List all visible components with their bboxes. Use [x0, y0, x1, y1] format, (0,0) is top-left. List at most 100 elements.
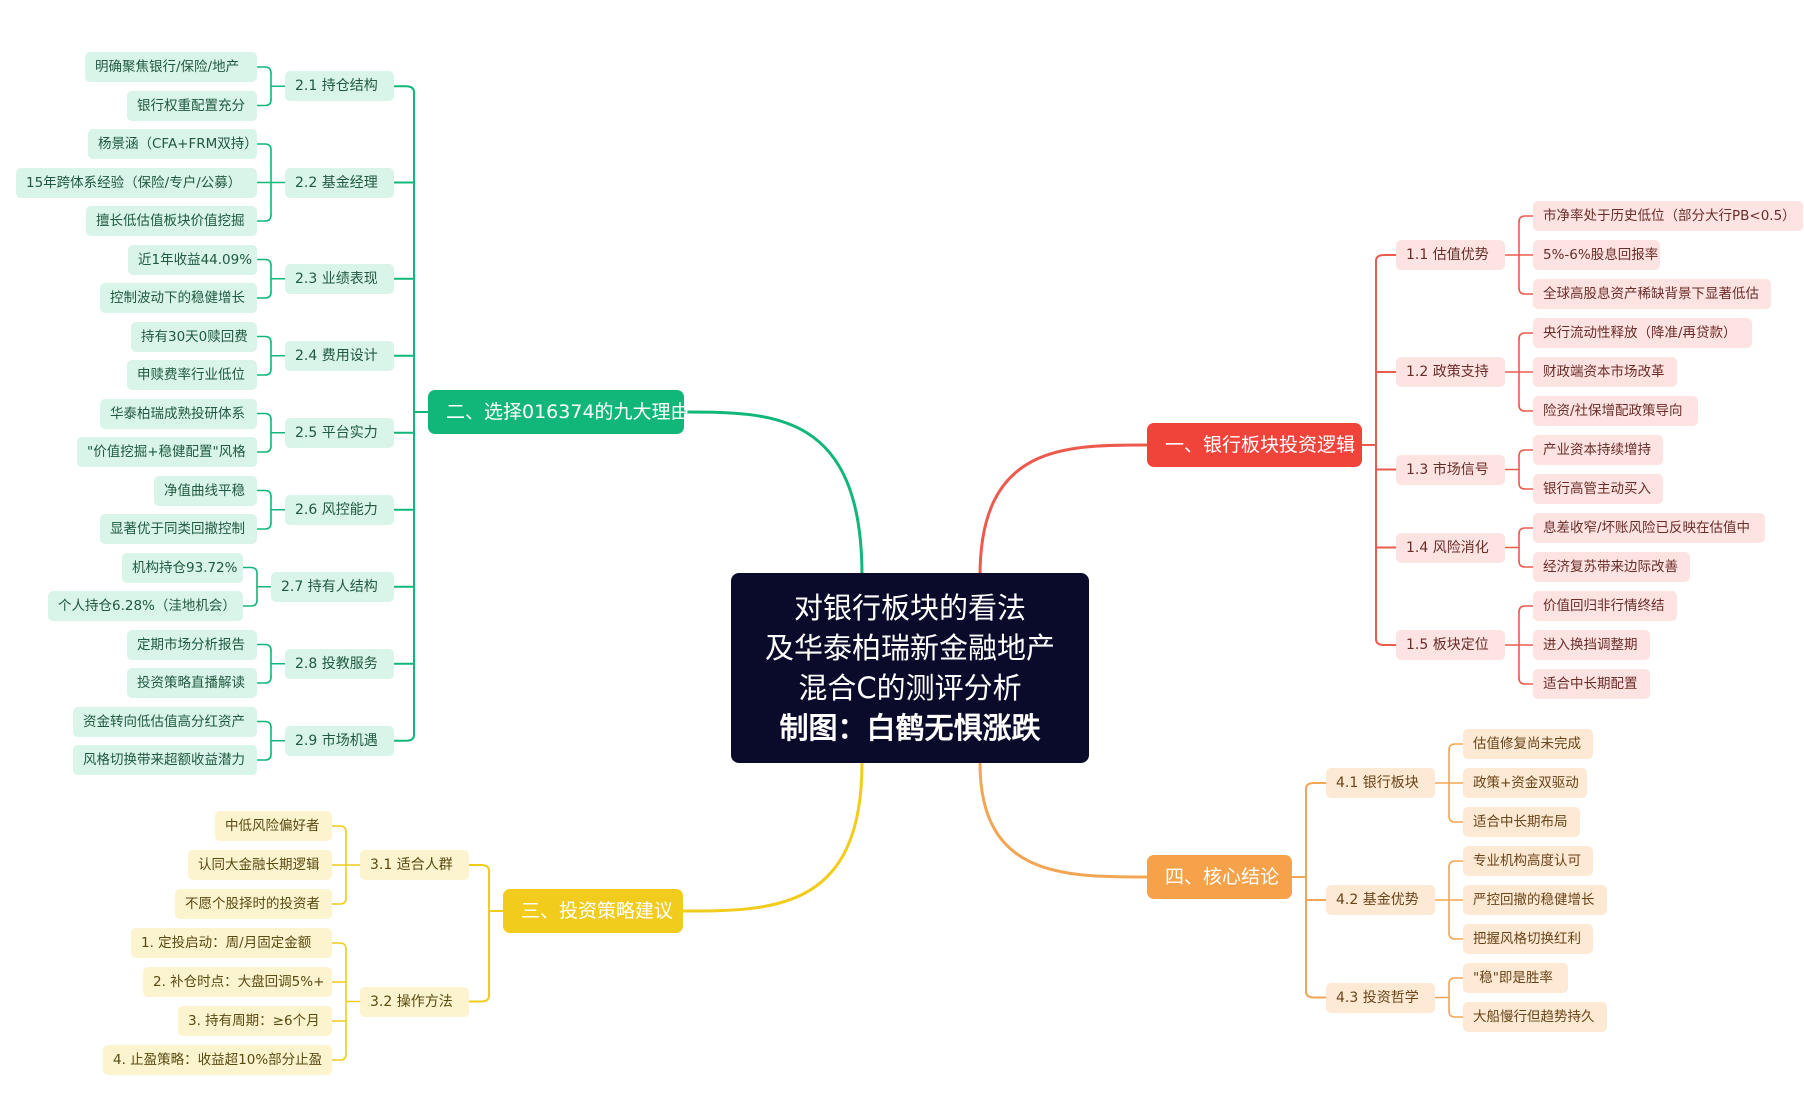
sub-topic-2-9[interactable]: 2.9 市场机遇 — [285, 725, 394, 756]
sub-topic-1-4[interactable]: 1.4 风险消化 — [1396, 532, 1505, 563]
leaf-4-1-2[interactable]: 政策+资金双驱动 — [1463, 768, 1587, 798]
sub-topic-1-3[interactable]: 1.3 市场信号 — [1396, 454, 1505, 485]
leaf-connector-2-4-2 — [256, 368, 272, 376]
branch-connector-4 — [978, 761, 1149, 879]
branch-connector-1 — [978, 443, 1149, 578]
leaf-4-1-1[interactable]: 估值修复尚未完成 — [1463, 729, 1593, 759]
sub-topic-2-3[interactable]: 2.3 业绩表现 — [285, 263, 394, 294]
sub-topic-1-5[interactable]: 1.5 板块定位 — [1396, 630, 1505, 660]
leaf-3-1-2[interactable]: 认同大金融长期逻辑 — [188, 850, 332, 880]
leaf-connector-4-2-1 — [1448, 860, 1464, 868]
leaf-2-2-1[interactable]: 杨景涵（CFA+FRM双持） — [88, 129, 258, 159]
leaf-2-9-2[interactable]: 风格切换带来超额收益潜力 — [73, 745, 257, 775]
branch-connector-3 — [681, 761, 864, 913]
sub-topic-2-8[interactable]: 2.8 投教服务 — [285, 648, 394, 679]
central-topic[interactable]: 对银行板块的看法 及华泰柏瑞新金融地产 混合C的测评分析 制图：白鹤无惧涨跌 — [731, 573, 1089, 763]
leaf-2-9-1[interactable]: 资金转向低估值高分红资产 — [73, 706, 257, 737]
leaf-1-1-1[interactable]: 市净率处于历史低位（部分大行PB<0.5） — [1533, 201, 1803, 231]
leaf-2-6-1[interactable]: 净值曲线平稳 — [154, 475, 257, 506]
leaf-4-1-3[interactable]: 适合中长期布局 — [1463, 807, 1580, 837]
leaf-4-2-2[interactable]: 严控回撤的稳健增长 — [1463, 885, 1607, 915]
leaf-connector-3-2-4 — [331, 1053, 347, 1061]
leaf-1-1-3[interactable]: 全球高股息资产稀缺背景下显著低估 — [1533, 279, 1771, 309]
sub-topic-2-7[interactable]: 2.7 持有人结构 — [271, 571, 394, 602]
leaf-2-5-1[interactable]: 华泰柏瑞成熟投研体系 — [100, 398, 257, 429]
leaf-2-4-1[interactable]: 持有30天0赎回费 — [131, 321, 257, 352]
sub-connector-1-1 — [1375, 254, 1397, 262]
sub-topic-4-3[interactable]: 4.3 投资哲学 — [1326, 982, 1435, 1013]
sub-topic-2-5[interactable]: 2.5 平台实力 — [285, 417, 394, 448]
leaf-1-1-2[interactable]: 5%-6%股息回报率 — [1533, 240, 1660, 270]
leaf-connector-2-2-1 — [256, 143, 272, 151]
leaf-connector-1-1-3 — [1518, 287, 1534, 295]
leaf-connector-1-2-1 — [1518, 332, 1534, 340]
leaf-connector-2-8-2 — [256, 676, 272, 684]
leaf-1-3-1[interactable]: 产业资本持续增持 — [1533, 435, 1663, 465]
leaf-connector-2-2-3 — [256, 214, 272, 222]
sub-topic-2-1[interactable]: 2.1 持仓结构 — [285, 71, 394, 102]
leaf-connector-3-1-1 — [331, 825, 347, 833]
sub-topic-3-2[interactable]: 3.2 操作方法 — [360, 986, 469, 1017]
branch-2[interactable]: 二、选择016374的九大理由 — [428, 390, 690, 434]
leaf-1-4-1[interactable]: 息差收窄/坏账风险已反映在估值中 — [1533, 513, 1765, 543]
leaf-connector-2-7-2 — [242, 599, 258, 607]
branch-1[interactable]: 一、银行板块投资逻辑 — [1147, 423, 1362, 467]
leaf-1-4-2[interactable]: 经济复苏带来边际改善 — [1533, 552, 1690, 582]
leaf-4-2-1[interactable]: 专业机构高度认可 — [1463, 846, 1593, 876]
sub-topic-2-2[interactable]: 2.2 基金经理 — [285, 167, 394, 198]
leaf-connector-1-4-2 — [1518, 560, 1534, 568]
branch-connector-2 — [682, 410, 864, 578]
leaf-3-2-2[interactable]: 2. 补仓时点：大盘回调5%+ — [143, 967, 332, 997]
leaf-2-3-2[interactable]: 控制波动下的稳健增长 — [100, 283, 257, 313]
leaf-2-2-2[interactable]: 15年跨体系经验（保险/专户/公募） — [16, 167, 257, 198]
sub-connector-4-1 — [1305, 782, 1327, 790]
leaf-connector-2-3-2 — [256, 291, 272, 299]
leaf-3-2-4[interactable]: 4. 止盈策略：收益超10%部分止盈 — [103, 1045, 332, 1075]
leaf-2-6-2[interactable]: 显著优于同类回撤控制 — [100, 514, 257, 544]
leaf-connector-1-3-1 — [1518, 449, 1534, 457]
leaf-2-1-1[interactable]: 明确聚焦银行/保险/地产 — [85, 52, 257, 82]
leaf-3-1-1[interactable]: 中低风险偏好者 — [215, 811, 332, 841]
leaf-1-2-1[interactable]: 央行流动性释放（降准/再贷款） — [1533, 318, 1752, 348]
leaf-connector-1-5-1 — [1518, 605, 1534, 613]
leaf-1-2-2[interactable]: 财政端资本市场改革 — [1533, 357, 1677, 387]
leaf-4-3-2[interactable]: 大船慢行但趋势持久 — [1463, 1002, 1607, 1032]
leaf-connector-1-5-3 — [1518, 677, 1534, 685]
leaf-1-5-1[interactable]: 价值回归非行情终结 — [1533, 591, 1677, 621]
leaf-connector-4-3-1 — [1448, 977, 1464, 985]
leaf-3-2-3[interactable]: 3. 持有周期：≥6个月 — [178, 1006, 332, 1036]
leaf-1-2-3[interactable]: 险资/社保增配政策导向 — [1533, 396, 1698, 426]
leaf-4-3-1[interactable]: "稳"即是胜率 — [1463, 963, 1568, 993]
sub-topic-1-2[interactable]: 1.2 政策支持 — [1396, 357, 1505, 387]
leaf-2-7-2[interactable]: 个人持仓6.28%（洼地机会） — [48, 591, 243, 621]
leaf-4-2-3[interactable]: 把握风格切换红利 — [1463, 924, 1593, 954]
leaf-connector-2-1-2 — [256, 98, 272, 107]
leaf-connector-2-9-1 — [256, 720, 272, 729]
leaf-2-4-2[interactable]: 申赎费率行业低位 — [127, 360, 257, 390]
leaf-1-5-3[interactable]: 适合中长期配置 — [1533, 669, 1650, 699]
leaf-2-3-1[interactable]: 近1年收益44.09% — [128, 244, 257, 275]
leaf-connector-3-1-3 — [331, 897, 347, 905]
leaf-3-2-1[interactable]: 1. 定投启动：周/月固定金额 — [131, 928, 332, 958]
leaf-1-3-2[interactable]: 银行高管主动买入 — [1533, 474, 1663, 504]
leaf-1-5-2[interactable]: 进入换挡调整期 — [1533, 630, 1650, 660]
sub-topic-2-6[interactable]: 2.6 风控能力 — [285, 494, 394, 525]
leaf-3-1-3[interactable]: 不愿个股择时的投资者 — [175, 889, 332, 919]
leaf-2-7-1[interactable]: 机构持仓93.72% — [122, 552, 243, 583]
leaf-connector-2-4-1 — [256, 335, 272, 344]
leaf-2-2-3[interactable]: 擅长低估值板块价值挖掘 — [86, 206, 257, 236]
sub-topic-4-2[interactable]: 4.2 基金优势 — [1326, 885, 1435, 915]
sub-connector-1-5 — [1375, 638, 1397, 646]
leaf-connector-4-1-1 — [1448, 743, 1464, 751]
leaf-2-8-1[interactable]: 定期市场分析报告 — [127, 629, 257, 660]
branch-4[interactable]: 四、核心结论 — [1147, 855, 1292, 899]
sub-topic-3-1[interactable]: 3.1 适合人群 — [360, 850, 469, 880]
leaf-2-8-2[interactable]: 投资策略直播解读 — [127, 668, 257, 698]
sub-topic-2-4[interactable]: 2.4 费用设计 — [285, 340, 394, 371]
sub-topic-1-1[interactable]: 1.1 估值优势 — [1396, 240, 1505, 270]
sub-topic-4-1[interactable]: 4.1 银行板块 — [1326, 768, 1435, 798]
leaf-2-1-2[interactable]: 银行权重配置充分 — [127, 90, 257, 121]
branch-3[interactable]: 三、投资策略建议 — [503, 889, 683, 933]
leaf-2-5-2[interactable]: "价值挖掘+稳健配置"风格 — [77, 437, 257, 467]
